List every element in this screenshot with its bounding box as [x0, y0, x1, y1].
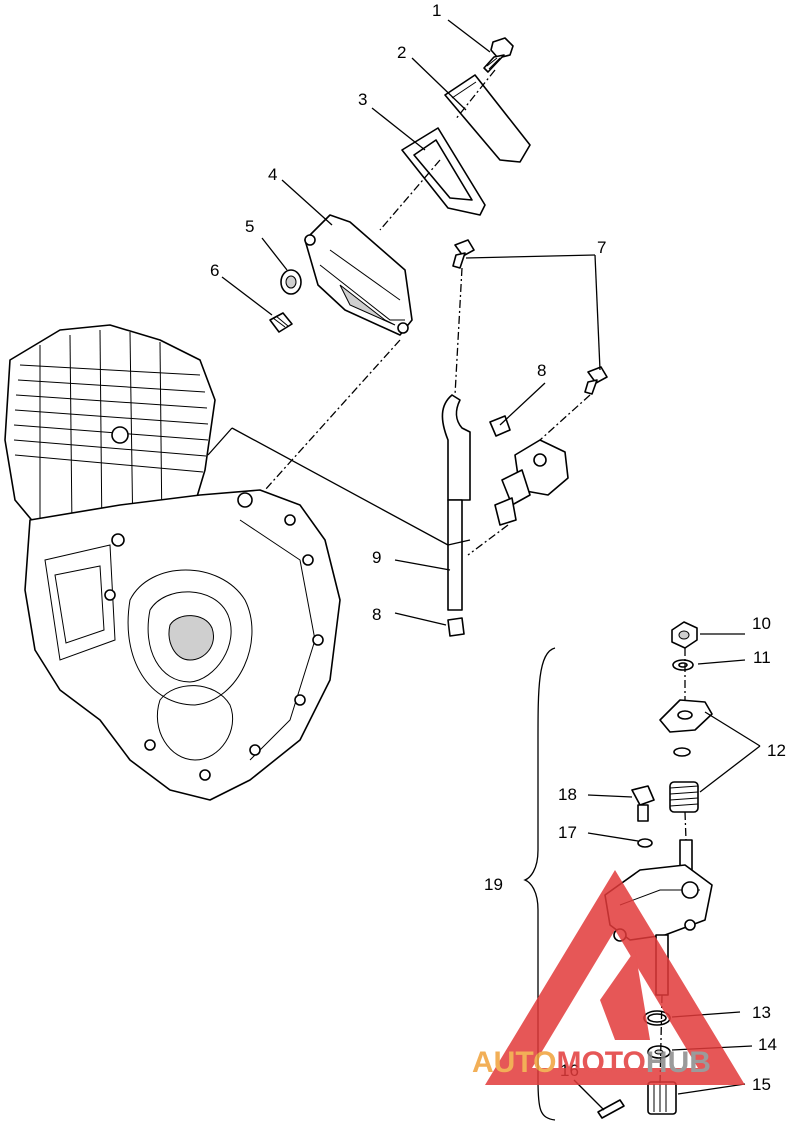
washer-11-drawing: [672, 659, 694, 671]
bleed-screw-18-drawing: [631, 785, 655, 822]
spacer-6-drawing: [269, 312, 293, 333]
callout-2: 2: [397, 43, 406, 62]
automotohub-watermark: AUTOMOTOHUB: [472, 870, 745, 1085]
gear-15-drawing: [647, 1081, 677, 1115]
grommet-5-drawing: [280, 269, 302, 295]
pin-16-drawing: [597, 1099, 625, 1119]
svg-text:AUTOMOTOHUB: AUTOMOTOHUB: [472, 1046, 711, 1079]
callout-5: 5: [245, 217, 254, 236]
watermark-auto: AUTO: [472, 1046, 556, 1079]
callout-17: 17: [558, 823, 577, 842]
washer-14-drawing: [647, 1045, 671, 1059]
watermark-inner-mark: [600, 950, 650, 1040]
washer-17-drawing: [637, 838, 653, 848]
callout-7: 7: [597, 238, 606, 257]
screw-7-lower-drawing: [584, 366, 608, 395]
callout-6: 6: [210, 261, 219, 280]
callout-13: 13: [752, 1003, 771, 1022]
oil-tank-4-drawing: [304, 214, 413, 336]
callout-3: 3: [358, 90, 367, 109]
watermark-moto: MOTO: [556, 1046, 645, 1079]
callout-1: 1: [432, 1, 441, 20]
callout-10: 10: [752, 614, 771, 633]
callout-4: 4: [268, 165, 277, 184]
spring-12-drawing: [669, 781, 699, 813]
nut-10-drawing: [671, 621, 698, 649]
callout-15: 15: [752, 1075, 771, 1094]
callout-11: 11: [753, 648, 771, 667]
bolt-1-drawing: [483, 37, 514, 73]
clamp-8-lower-drawing: [447, 617, 465, 637]
lever-12-drawing: [659, 699, 713, 757]
watermark-triangle-logo: [485, 870, 745, 1085]
callout-9: 9: [372, 548, 381, 567]
callout-19: 19: [484, 875, 503, 894]
callout-labels: 1 2 3 4 5 6 7 8 8 9 10 11 12 13 14 15 16…: [210, 1, 786, 1094]
cover-plate-2-drawing: [444, 74, 531, 163]
group-bracket-19: [523, 647, 556, 1121]
callout-8-upper: 8: [537, 361, 546, 380]
gasket-3-drawing: [401, 127, 486, 216]
screw-7-upper-drawing: [452, 239, 475, 269]
watermark-hub: HUB: [646, 1046, 711, 1079]
pump-body-middle-drawing: [494, 439, 569, 526]
engine-crankcase-drawing: [4, 324, 341, 801]
callout-8-lower: 8: [372, 605, 381, 624]
callout-18: 18: [558, 785, 577, 804]
oil-line-9-drawing: [441, 394, 471, 611]
callout-14: 14: [758, 1035, 777, 1054]
callout-12: 12: [767, 741, 786, 760]
